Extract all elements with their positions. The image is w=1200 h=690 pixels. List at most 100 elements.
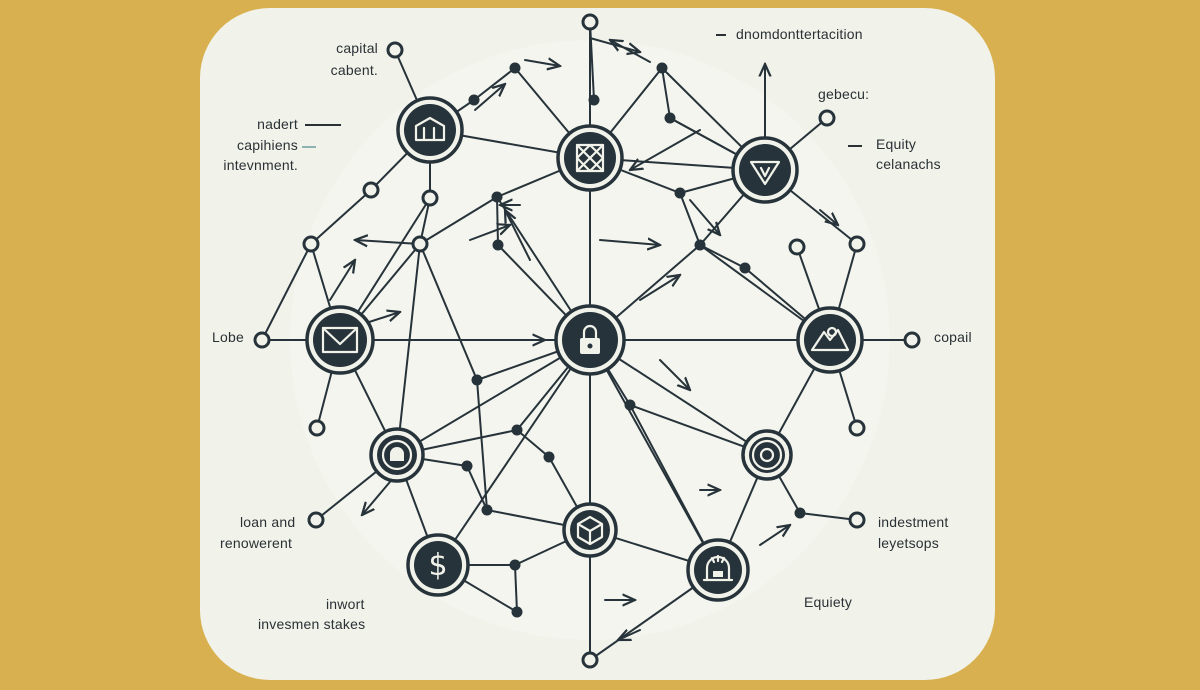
node-t1 (581, 13, 599, 31)
edge-line (396, 339, 591, 456)
node-e1 (253, 331, 271, 349)
arrow-line (474, 84, 505, 111)
arrow-line (630, 129, 701, 170)
node-s3 (491, 191, 503, 203)
node-t3 (509, 62, 521, 74)
label-invesmen-stakes: invesmen stakes (258, 616, 366, 632)
arrow-line (618, 630, 641, 640)
node-b1 (509, 559, 521, 571)
envelope-icon (305, 305, 375, 375)
node-m4 (694, 239, 706, 251)
label-loan-and: loan and (240, 514, 296, 530)
node-q4 (308, 419, 326, 437)
arrow-line (689, 199, 720, 235)
label-equity: Equity (876, 136, 917, 152)
lock-icon (554, 304, 626, 376)
label-dnomdonttertacition: dnomdonttertacition (736, 26, 863, 42)
dash-right-equity (848, 145, 862, 147)
node-b5 (468, 94, 480, 106)
node-t2 (386, 41, 404, 59)
label-nadert: nadert (257, 116, 298, 132)
dollar-icon: $ (406, 533, 470, 597)
arrow-line (819, 209, 838, 225)
crossed-square-icon (556, 124, 624, 192)
node-q7 (461, 460, 473, 472)
node-q2 (624, 399, 636, 411)
dash-left-upper (305, 124, 341, 126)
edge-line (466, 465, 488, 511)
edge-line (699, 244, 746, 269)
edge-line (476, 379, 488, 511)
target-icon (369, 427, 425, 483)
vault-icon (686, 538, 750, 602)
edge-line (589, 339, 719, 571)
edge-line (396, 243, 421, 456)
node-m6 (848, 235, 866, 253)
arrow-line (355, 240, 421, 244)
node-q1 (471, 374, 483, 386)
label-gebecu: gebecu: (818, 86, 870, 102)
edge-line (514, 564, 518, 613)
network-nodes (253, 13, 921, 669)
arrow-line (759, 525, 790, 546)
node-m3 (492, 239, 504, 251)
label-leyetsops: leyetsops (878, 535, 939, 551)
edge-line (261, 243, 312, 341)
edge-line (419, 243, 478, 381)
node-m2 (411, 235, 429, 253)
edge-line (679, 192, 701, 246)
arrow-line (329, 260, 355, 301)
label-copail: copail (934, 329, 972, 345)
label-capital: capital (336, 40, 378, 56)
dash-top-right (716, 34, 726, 36)
arrow-line (505, 210, 531, 261)
node-w1 (307, 511, 325, 529)
node-b2 (511, 606, 523, 618)
node-w4 (848, 511, 866, 529)
label-capihiens: capihiens (237, 137, 298, 153)
label-celanachs: celanachs (876, 156, 941, 172)
edge-line (661, 67, 671, 119)
edge-line (516, 429, 550, 458)
edge-line (496, 196, 499, 246)
network-hubs: $ (305, 96, 864, 602)
arrow-line (524, 60, 560, 66)
bank-icon (396, 96, 464, 164)
node-t4 (656, 62, 668, 74)
arrow-line (639, 275, 680, 301)
mountain-icon (796, 306, 864, 374)
shield-drop-icon (731, 136, 799, 204)
arrow-line (469, 225, 510, 241)
node-e2 (903, 331, 921, 349)
node-m1 (302, 235, 320, 253)
node-q3 (511, 424, 523, 436)
label-inwort: inwort (326, 596, 365, 612)
label-equiety: Equiety (804, 594, 853, 610)
svg-text:$: $ (428, 548, 447, 583)
cube-icon (562, 502, 618, 558)
node-t5 (818, 109, 836, 127)
node-b4 (664, 112, 676, 124)
edge-line (419, 196, 498, 245)
edge-line (799, 512, 858, 521)
concentric-circle-icon (741, 429, 793, 481)
node-s2 (421, 189, 439, 207)
node-q6 (543, 451, 555, 463)
label-indestment: indestment (878, 514, 949, 530)
edge-line (589, 21, 595, 101)
label-intevnment: intevnment. (223, 157, 298, 173)
label-lobe: Lobe (212, 329, 244, 345)
node-b3 (581, 651, 599, 669)
node-m7 (739, 262, 751, 274)
node-w3 (794, 507, 806, 519)
node-s4 (674, 187, 686, 199)
arrow-line (659, 359, 690, 390)
arrow-line (610, 40, 651, 63)
arrow-line (599, 240, 660, 245)
node-q5 (848, 419, 866, 437)
node-s1 (362, 181, 380, 199)
label-cabent: cabent. (330, 62, 378, 78)
node-m5 (788, 238, 806, 256)
